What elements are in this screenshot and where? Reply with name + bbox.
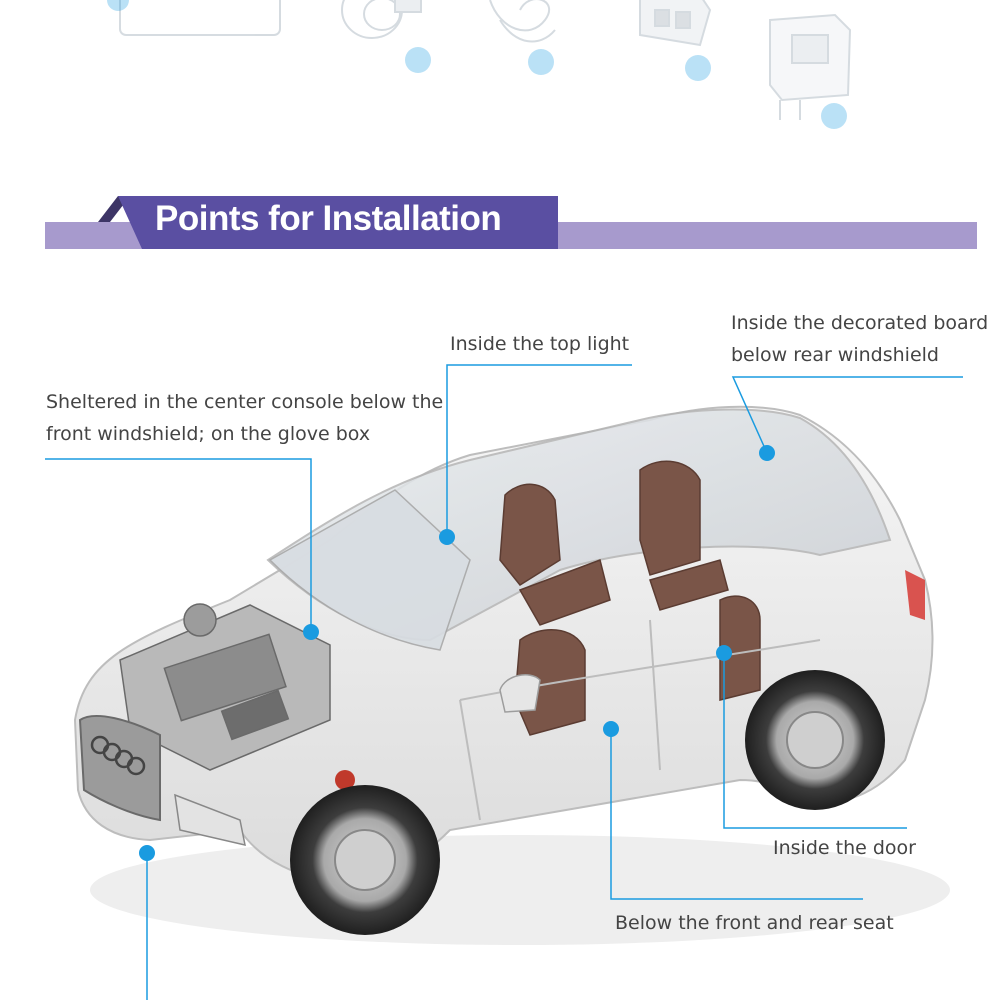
callout-top-light: Inside the top light	[450, 333, 630, 355]
callout-door: Inside the door	[773, 837, 916, 859]
product-images-strip	[107, 0, 852, 129]
front-wheel	[290, 785, 440, 935]
callout-seat: Below the front and rear seat	[615, 912, 894, 934]
product-box-image	[119, 0, 281, 36]
callout-glove-box-line2: front windshield; on the glove box	[46, 423, 371, 445]
side-mirror	[499, 674, 541, 713]
product-dot-4	[685, 55, 711, 81]
callout-rear-board-line1: Inside the decorated board	[731, 312, 989, 334]
banner-title-plate	[118, 196, 558, 249]
product-relay-image	[769, 13, 852, 120]
headlight	[174, 793, 246, 846]
rear-wheel	[745, 670, 885, 810]
product-dot-5	[821, 103, 847, 129]
car-cutaway-illustration	[73, 405, 950, 945]
callout-rear-board: Inside the decorated board below rear wi…	[731, 307, 988, 371]
callout-glove-box-line1: Sheltered in the center console below th…	[46, 391, 444, 413]
product-dot-3	[528, 49, 554, 75]
product-wire-image-1	[341, 0, 422, 39]
product-wire-image-2	[489, 0, 556, 43]
tail-light	[905, 570, 925, 620]
section-title: Points for Installation	[155, 199, 502, 238]
section-banner	[45, 196, 977, 249]
callout-glove-box: Sheltered in the center console below th…	[46, 386, 443, 450]
product-dot-2	[405, 47, 431, 73]
product-relay-socket-image	[639, 0, 712, 47]
callout-rear-board-line2: below rear windshield	[731, 344, 939, 366]
product-dot-1	[107, 0, 129, 11]
front-grille	[78, 714, 161, 822]
